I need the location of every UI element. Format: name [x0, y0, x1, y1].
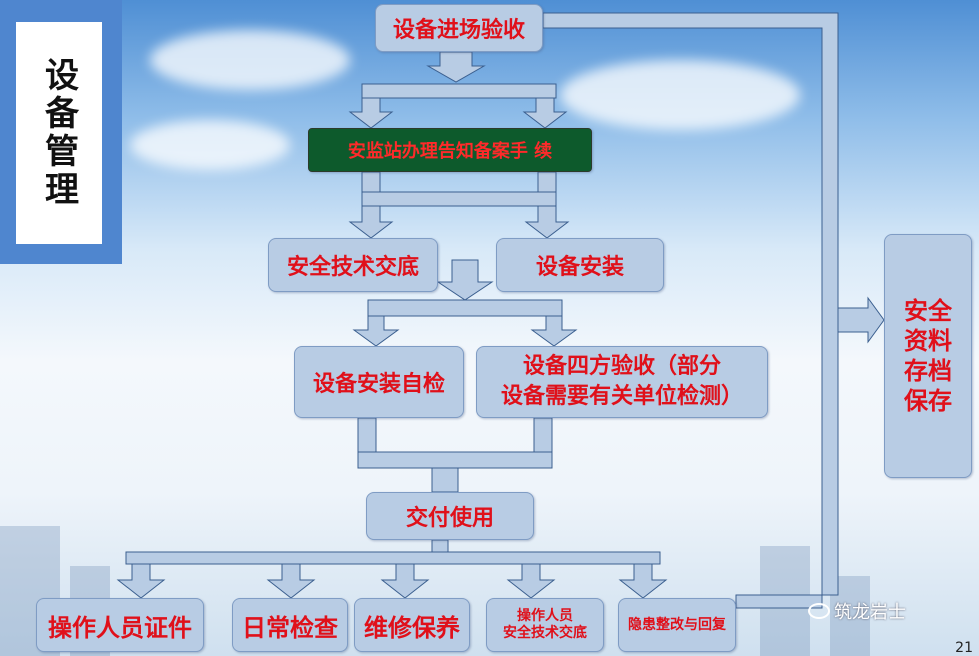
node-operator-certificates: 操作人员证件 — [36, 598, 204, 652]
node-label: 安监站办理告知备案手 续 — [347, 141, 553, 162]
background-cloud — [560, 60, 800, 130]
node-label: 维修保养 — [364, 613, 460, 642]
watermark-text: 筑龙岩士 — [834, 602, 906, 623]
node-label: 安全技术交底 — [286, 255, 419, 280]
arrow-to-dailycheck — [266, 563, 316, 599]
node-label: 日常检查 — [242, 613, 338, 642]
node-label-line-1: 操作人员 — [517, 608, 573, 624]
node-label-line-2: 设备需要有关单位检测） — [500, 384, 743, 409]
arrow-split-left — [348, 97, 394, 129]
node-operator-safety-briefing: 操作人员 安全技术交底 — [486, 598, 604, 652]
node-equipment-installation: 设备安装 — [496, 238, 664, 292]
node-four-party-acceptance: 设备四方验收（部分 设备需要有关单位检测） — [476, 346, 768, 418]
background-cloud — [130, 120, 290, 170]
node-safety-archive: 安全资料存档保存 — [884, 234, 972, 478]
stub-fourparty — [533, 417, 553, 453]
arrow-entry-down — [426, 51, 486, 83]
join-bar-4 — [357, 451, 553, 469]
stub-selfcheck — [357, 417, 377, 453]
side-title: 设备管理 — [38, 57, 79, 209]
arrow-to-opcert — [116, 563, 166, 599]
node-notification-filing: 安监站办理告知备案手 续 — [308, 128, 592, 172]
node-label: 隐患整改与回复 — [628, 616, 726, 633]
node-installation-selfcheck: 设备安装自检 — [294, 346, 464, 418]
arrow-center-down — [436, 259, 494, 301]
node-label-line-2: 安全技术交底 — [503, 625, 587, 641]
arrow-to-selfcheck — [352, 315, 400, 347]
node-safety-briefing: 安全技术交底 — [268, 238, 438, 292]
node-hazard-rectification: 隐患整改与回复 — [618, 598, 736, 652]
split-bar-1 — [361, 83, 557, 99]
node-equipment-entry-acceptance: 设备进场验收 — [375, 4, 543, 52]
arrow-to-archive — [837, 296, 885, 344]
watermark: 筑龙岩士 — [808, 598, 906, 624]
return-connector — [542, 12, 839, 609]
node-label-line-1: 设备四方验收（部分 — [522, 354, 721, 379]
arrow-to-opbrief — [506, 563, 556, 599]
split-bar-5 — [125, 551, 661, 565]
arrow-to-install — [524, 205, 570, 239]
side-title-panel: 设备管理 — [0, 0, 122, 264]
node-label: 操作人员证件 — [48, 613, 192, 642]
notify-stub-right — [537, 171, 557, 193]
node-daily-inspection: 日常检查 — [232, 598, 348, 652]
node-label: 设备进场验收 — [392, 18, 525, 43]
page-number: 21 — [955, 640, 973, 656]
arrow-to-briefing — [348, 205, 394, 239]
connector-from-deliver — [431, 539, 449, 553]
node-label: 交付使用 — [405, 506, 494, 531]
arrow-split-right — [522, 97, 568, 129]
split-bar-3 — [367, 299, 563, 317]
connector-to-deliver — [431, 467, 459, 493]
node-deliver-for-use: 交付使用 — [366, 492, 534, 540]
wechat-logo-icon — [808, 603, 830, 619]
arrow-to-maintenance — [380, 563, 430, 599]
node-label: 设备安装自检 — [312, 372, 445, 397]
node-maintenance: 维修保养 — [354, 598, 470, 652]
arrow-to-fourparty — [530, 315, 578, 347]
side-title-card: 设备管理 — [16, 22, 102, 244]
notify-stub-left — [361, 171, 381, 193]
node-label: 安全资料存档保存 — [904, 297, 952, 415]
join-bar-2 — [361, 191, 557, 207]
background-cloud — [150, 30, 350, 90]
arrow-to-hazard — [618, 563, 668, 599]
node-label: 设备安装 — [535, 255, 624, 280]
